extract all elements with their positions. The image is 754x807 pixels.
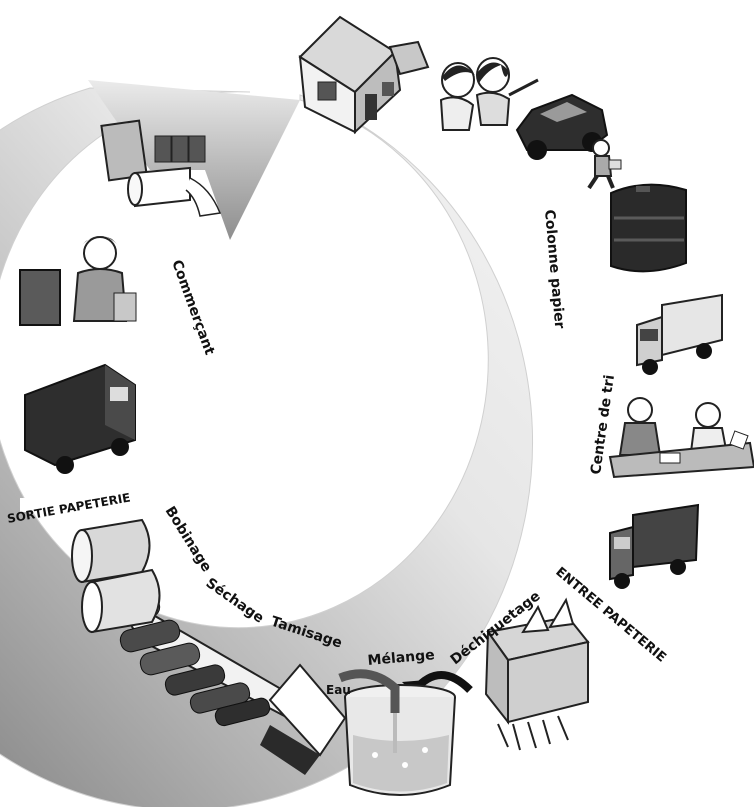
truck-icon: [637, 295, 722, 375]
label-sechage: Séchage: [203, 575, 267, 626]
paper-roll-icon: [72, 520, 160, 632]
mixing-tank-icon: [345, 685, 455, 795]
truck-icon: [610, 505, 698, 589]
shopkeeper-icon: [20, 236, 136, 325]
label-commercant: Commerçant: [168, 258, 217, 358]
couple-icon: [441, 58, 538, 130]
label-colonne-papier: Colonne papier: [541, 209, 567, 329]
label-bobinage: Bobinage: [162, 504, 215, 575]
paper-column-bin-icon: [611, 185, 686, 272]
walking-person-icon: [589, 140, 621, 188]
label-eau: Eau: [326, 683, 351, 697]
delivery-truck-icon: [25, 365, 135, 474]
sorting-workers-icon: [610, 398, 754, 477]
house-icon: [300, 17, 428, 132]
